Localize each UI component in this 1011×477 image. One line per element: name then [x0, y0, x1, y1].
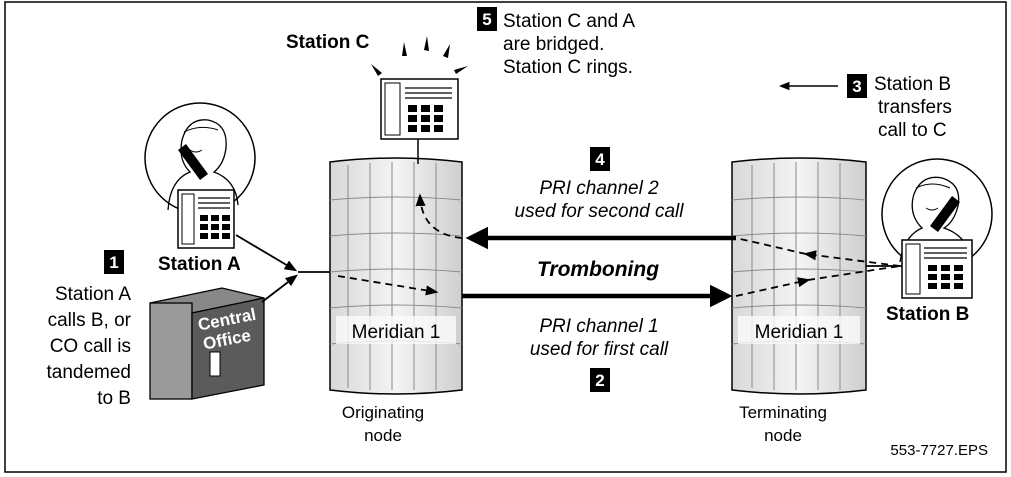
phone-b-icon	[901, 239, 973, 299]
tromboning-label: Tromboning	[537, 258, 659, 281]
call-path-second	[415, 193, 901, 267]
step-4: 4	[590, 147, 610, 171]
step-4-number: 4	[595, 150, 605, 169]
step-5: 5 Station C and A are bridged. Station C…	[477, 7, 635, 78]
step-1-badge	[104, 250, 124, 274]
person-b-icon	[899, 176, 973, 263]
step-5-line-2: are bridged.	[503, 34, 604, 55]
figure-border	[4, 1, 1007, 473]
step-1-line-4: tandemed	[46, 362, 131, 383]
central-office-front	[149, 302, 193, 400]
originating-tower	[329, 157, 463, 395]
call-path-first	[337, 265, 901, 297]
central-office-door	[209, 351, 221, 377]
pri-channel-2-line-1: PRI channel 2	[539, 178, 659, 199]
terminating-caption-1: Terminating	[739, 403, 827, 422]
station-a-label: Station A	[158, 254, 241, 275]
step-5-badge	[477, 7, 497, 31]
step-1-line-1: Station A	[55, 284, 131, 305]
step-2-number: 2	[595, 371, 604, 390]
step-5-line-3: Station C rings.	[503, 57, 633, 78]
station-c-label: Station C	[286, 32, 370, 53]
step-4-badge	[590, 147, 610, 171]
step-5-number: 5	[482, 10, 491, 29]
step-3-line-2: transfers	[878, 97, 952, 118]
terminating-node-label: Meridian 1	[755, 322, 844, 343]
terminating-node: Meridian 1 Terminating node	[731, 157, 867, 445]
phone-c-icon	[380, 78, 459, 140]
station-b: Station B	[881, 158, 993, 325]
originating-caption-1: Originating	[342, 403, 424, 422]
ringing-icon	[371, 36, 468, 76]
pri-channel-1-line-1: PRI channel 1	[539, 316, 658, 337]
step-1-line-3: CO call is	[50, 336, 131, 357]
station-c: Station C	[286, 32, 468, 164]
step-1-number: 1	[109, 253, 118, 272]
originating-caption-2: node	[364, 426, 402, 445]
step-1-line-2: calls B, or	[48, 310, 132, 331]
step-1-line-5: to B	[97, 388, 131, 409]
step-3-badge	[847, 74, 867, 98]
originating-node-label: Meridian 1	[352, 322, 441, 343]
step-5-line-1: Station C and A	[503, 11, 635, 32]
station-b-label: Station B	[886, 304, 969, 325]
step-2: 2	[590, 368, 610, 392]
step-3-line-3: call to C	[878, 120, 947, 141]
step-2-badge	[590, 368, 610, 392]
step-3-number: 3	[852, 77, 861, 96]
pri-channel-1-line-2: used for first call	[530, 339, 669, 360]
phone-a-icon	[177, 189, 235, 249]
step-3: 3 Station B transfers call to C	[778, 74, 952, 141]
step-1: 1 Station A calls B, or CO call is tande…	[46, 250, 132, 409]
pri-channel-2-line-2: used for second call	[515, 201, 685, 222]
figure-id: 553-7727.EPS	[890, 442, 988, 459]
terminating-caption-2: node	[764, 426, 802, 445]
step-3-line-1: Station B	[874, 74, 951, 95]
station-a: Station A	[144, 102, 256, 275]
central-office: Central Office	[149, 287, 265, 400]
originating-node: Meridian 1 Originating node	[329, 157, 463, 445]
person-a-icon	[167, 119, 239, 211]
